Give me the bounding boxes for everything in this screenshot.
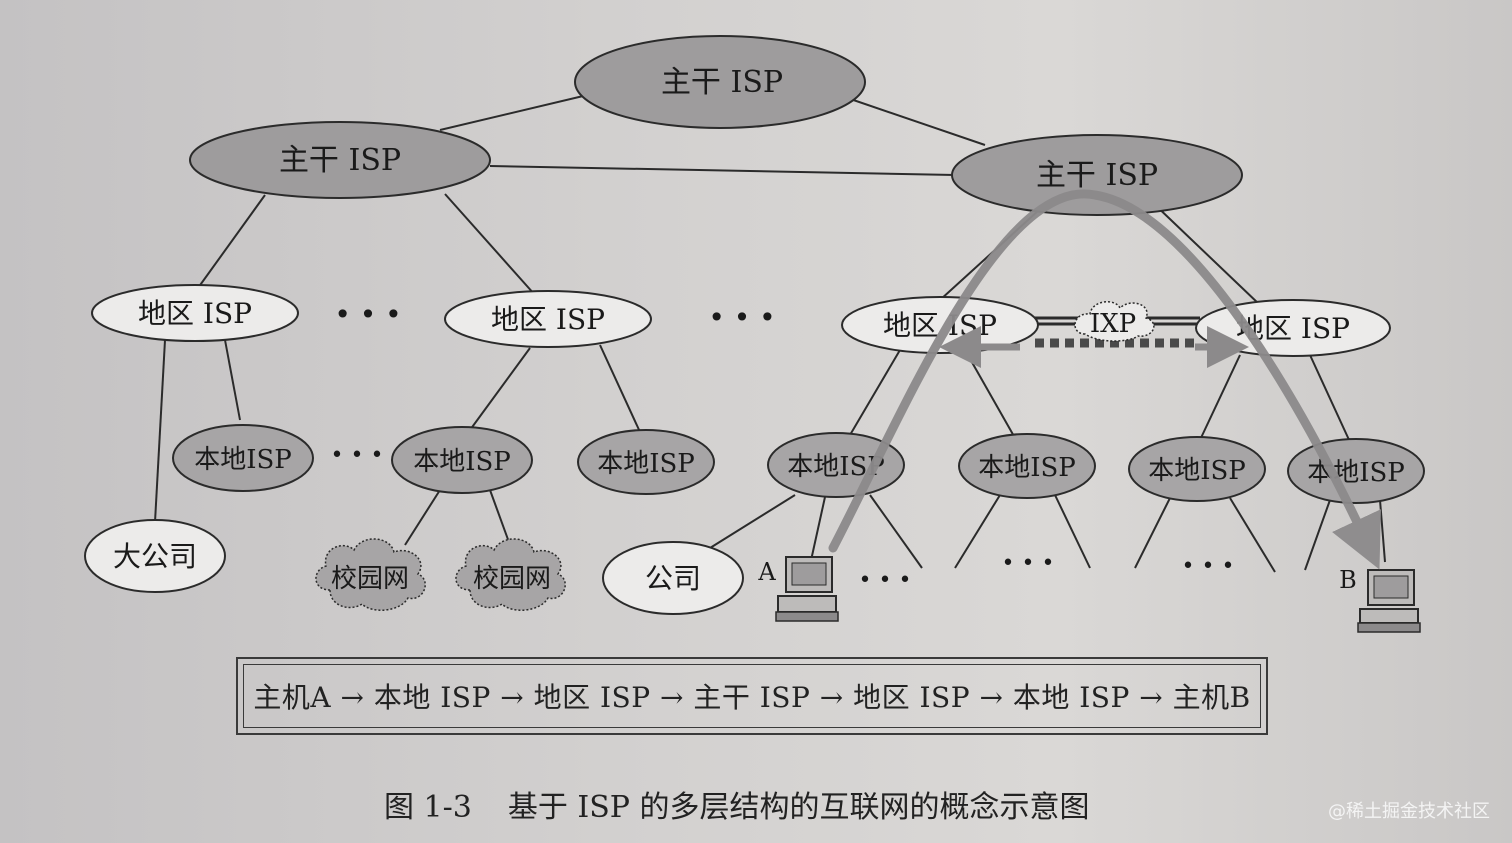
campus-network-2: 校园网	[455, 538, 566, 611]
watermark: @稀土掘金技术社区	[1328, 801, 1490, 822]
ellipsis-hosts-3: • • •	[1182, 554, 1235, 579]
ellipsis-regional-2: • • •	[708, 301, 775, 334]
svg-text:主干 ISP: 主干 ISP	[1036, 158, 1158, 193]
svg-text:IXP: IXP	[1090, 309, 1136, 339]
connection-lines	[154, 91, 1386, 573]
ellipsis-local: • • •	[331, 443, 384, 468]
ixp-cloud: IXP	[1074, 301, 1155, 342]
svg-text:主干 ISP: 主干 ISP	[279, 143, 401, 178]
svg-text:本地ISP: 本地ISP	[597, 449, 695, 479]
svg-text:本地ISP: 本地ISP	[194, 445, 292, 475]
svg-text:本地ISP: 本地ISP	[978, 453, 1076, 483]
ellipsis-hosts-2: • • •	[1002, 551, 1055, 576]
figure-title: 基于 ISP 的多层结构的互联网的概念示意图	[507, 790, 1090, 825]
company: 公司	[602, 541, 744, 615]
svg-text:主干 ISP: 主干 ISP	[661, 65, 783, 100]
ellipsis-regional-1: • • •	[334, 298, 401, 331]
regional-isp-1: 地区 ISP	[91, 284, 299, 342]
local-isp-5: 本地ISP	[958, 433, 1096, 499]
backbone-isp-left: 主干 ISP	[189, 121, 491, 199]
svg-text:地区 ISP: 地区 ISP	[138, 297, 252, 330]
ellipsis-hosts-1: • • •	[859, 568, 912, 593]
svg-text:大公司: 大公司	[113, 540, 197, 573]
route-arrow	[828, 189, 1381, 570]
svg-text:本地ISP: 本地ISP	[413, 447, 511, 477]
host-a-computer-icon: A	[757, 556, 839, 622]
big-company: 大公司	[84, 519, 226, 593]
svg-text:地区 ISP: 地区 ISP	[491, 303, 605, 336]
backbone-isp-right: 主干 ISP	[951, 134, 1243, 216]
campus-network-1: 校园网	[315, 538, 426, 611]
local-isp-7: 本地ISP	[1287, 438, 1425, 504]
figure-caption: 图 1-3 基于 ISP 的多层结构的互联网的概念示意图	[384, 782, 1090, 826]
backbone-isp-top: 主干 ISP	[574, 35, 866, 129]
svg-text:校园网: 校园网	[331, 564, 409, 594]
route-summary-text: 主机A → 本地 ISP → 地区 ISP → 主干 ISP → 地区 ISP …	[243, 664, 1261, 728]
regional-isp-2: 地区 ISP	[444, 290, 652, 348]
svg-text:校园网: 校园网	[473, 564, 551, 594]
regional-isp-3: 地区 ISP	[841, 296, 1039, 354]
svg-text:本地ISP: 本地ISP	[1307, 458, 1405, 488]
local-isp-3: 本地ISP	[577, 429, 715, 495]
route-summary-box: 主机A → 本地 ISP → 地区 ISP → 主干 ISP → 地区 ISP …	[236, 657, 1268, 735]
svg-text:公司: 公司	[645, 562, 701, 595]
host-b-computer-icon: B	[1339, 566, 1421, 633]
svg-text:B: B	[1339, 566, 1357, 594]
figure-number: 图 1-3	[384, 790, 472, 825]
local-isp-2: 本地ISP	[391, 426, 533, 494]
svg-text:本地ISP: 本地ISP	[1148, 456, 1246, 486]
local-isp-1: 本地ISP	[172, 424, 314, 492]
local-isp-6: 本地ISP	[1128, 436, 1266, 502]
svg-text:A: A	[757, 558, 776, 586]
